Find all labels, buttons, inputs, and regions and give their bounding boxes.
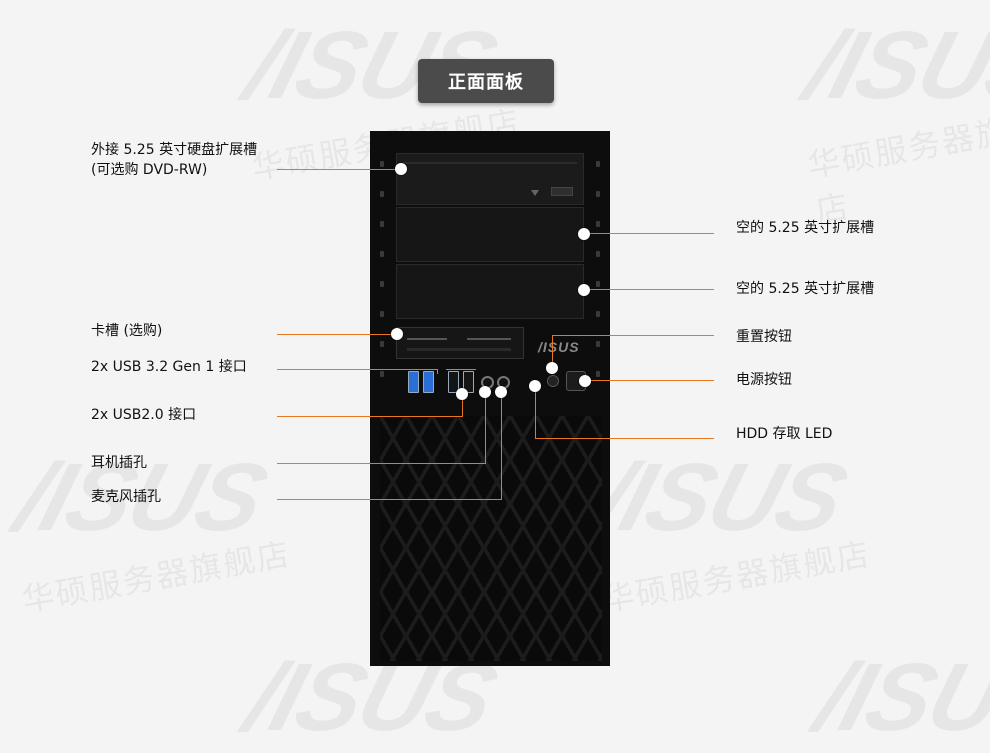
callout-line-mic — [277, 499, 501, 500]
label-hdd-led: HDD 存取 LED — [736, 426, 833, 442]
callout-dot-power — [579, 375, 591, 387]
label-power: 电源按钮 — [736, 372, 792, 388]
card-reader — [396, 327, 524, 359]
watermark-top-right: /ISUS 华硕服务器旗舰店 — [795, 12, 990, 230]
server-tower-image: /ISUS — [370, 131, 610, 666]
callout-line-usb20-box — [446, 369, 476, 370]
eject-icon — [531, 190, 539, 196]
usb3-port-2 — [423, 371, 434, 393]
callout-dot-reset — [546, 362, 558, 374]
usb2-port-2 — [463, 371, 474, 393]
callout-line-headphone — [277, 463, 485, 464]
page-title: 正面面板 — [418, 59, 554, 103]
callout-line-reset-vert — [552, 335, 553, 367]
label-empty-bay-1: 空的 5.25 英寸扩展槽 — [736, 220, 875, 236]
label-mic: 麦克风插孔 — [91, 489, 161, 505]
watermark-text: 华硕服务器旗舰店 — [19, 534, 294, 620]
label-usb20: 2x USB2.0 接口 — [91, 407, 197, 423]
label-empty-bay-2: 空的 5.25 英寸扩展槽 — [736, 281, 875, 297]
watermark-text: 华硕服务器旗舰店 — [804, 106, 990, 231]
callout-dot-bay1 — [578, 228, 590, 240]
optical-eject-button — [551, 187, 573, 196]
callout-line-hdd-vert — [535, 385, 536, 439]
watermark-bottom-right: /ISUS — [805, 644, 990, 751]
callout-dot-hdd — [529, 380, 541, 392]
asus-logo: /ISUS — [538, 339, 580, 355]
callout-line-hdd — [535, 438, 714, 439]
label-optical-bay-line2: (可选购 DVD-RW) — [91, 162, 208, 178]
callout-line-card — [277, 334, 397, 335]
callout-line-optical — [277, 169, 401, 170]
callout-line-usb20 — [277, 416, 463, 417]
reset-button — [547, 375, 559, 387]
empty-bay-1 — [396, 207, 584, 262]
callout-line-power — [585, 380, 714, 381]
label-headphone: 耳机插孔 — [91, 455, 147, 471]
label-usb32: 2x USB 3.2 Gen 1 接口 — [91, 359, 247, 375]
watermark-logo: /ISUS — [584, 444, 857, 551]
watermark-text: 华硕服务器旗舰店 — [599, 534, 874, 620]
empty-bay-2 — [396, 264, 584, 319]
label-optical-bay-line1: 外接 5.25 英寸硬盘扩展槽 — [91, 142, 258, 158]
callout-line-bay1 — [583, 233, 714, 234]
watermark-logo: /ISUS — [794, 12, 990, 119]
callout-dot-mic — [495, 386, 507, 398]
callout-dot-bay2 — [578, 284, 590, 296]
callout-line-reset — [552, 335, 714, 336]
callout-line-bay2 — [583, 289, 714, 290]
front-grille — [380, 416, 602, 661]
callout-dot-card — [391, 328, 403, 340]
card-slot-2 — [467, 338, 511, 340]
callout-line-mic-vert — [501, 392, 502, 500]
callout-line-headphone-vert — [485, 392, 486, 464]
watermark-mid-right: /ISUS 华硕服务器旗舰店 — [585, 444, 874, 619]
callout-dot-optical — [395, 163, 407, 175]
label-card-slot: 卡槽 (选购) — [91, 323, 163, 339]
callout-dot-usb20 — [456, 388, 468, 400]
card-slot-lower — [407, 348, 511, 351]
callout-line-usb32-box — [407, 369, 437, 370]
card-slot-1 — [407, 338, 447, 340]
optical-tray-slot — [403, 162, 577, 164]
callout-dot-headphone — [479, 386, 491, 398]
callout-line-usb32-vert — [437, 369, 438, 374]
label-reset: 重置按钮 — [736, 329, 792, 345]
label-optical-bay: 外接 5.25 英寸硬盘扩展槽 (可选购 DVD-RW) — [91, 140, 257, 180]
callout-line-usb20-vert — [462, 392, 463, 417]
watermark-logo: /ISUS — [804, 644, 990, 751]
usb3-port-1 — [408, 371, 419, 393]
callout-line-usb32 — [277, 369, 429, 370]
watermark-mid-left: /ISUS 华硕服务器旗舰店 — [5, 444, 294, 619]
usb2-port-1 — [448, 371, 459, 393]
optical-drive-bay — [396, 153, 584, 205]
